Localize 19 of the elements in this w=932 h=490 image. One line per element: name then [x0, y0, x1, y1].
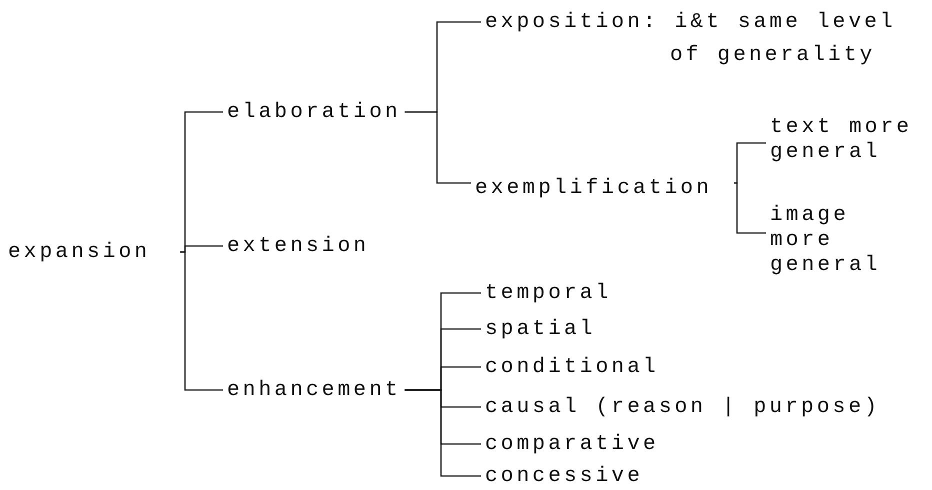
category-term: temporal [481, 280, 616, 306]
category-term: extension [223, 234, 374, 258]
category-term: exposition: i&t same level of generality [481, 6, 913, 72]
bracket-line [734, 142, 766, 184]
category-term: causal (reason | purpose) [481, 394, 884, 420]
bracket-line [404, 111, 471, 184]
category-term: elaboration [223, 100, 405, 124]
category-term: concessive [481, 464, 648, 488]
category-term: text more general [766, 114, 926, 164]
category-term: image more general [766, 202, 926, 278]
category-term: expansion [4, 240, 180, 264]
bracket-line [180, 251, 223, 391]
category-term: conditional [481, 354, 663, 380]
category-term: enhancement [223, 378, 405, 402]
bracket-line [404, 389, 481, 477]
category-term: comparative [481, 432, 663, 456]
category-term: exemplification [471, 176, 734, 200]
bracket-line [734, 182, 766, 234]
category-term: spatial [481, 316, 600, 342]
